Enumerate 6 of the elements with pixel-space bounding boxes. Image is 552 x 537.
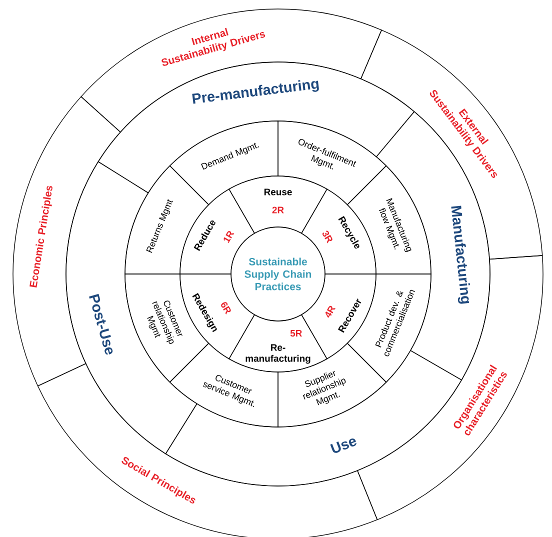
number-label: 6R <box>221 302 231 314</box>
number-label: 4R <box>325 306 336 318</box>
number-label: 2R <box>272 206 284 214</box>
number-label: 5R <box>290 330 302 337</box>
number-label: 3R <box>322 230 332 244</box>
number-label: 1R <box>224 230 234 244</box>
